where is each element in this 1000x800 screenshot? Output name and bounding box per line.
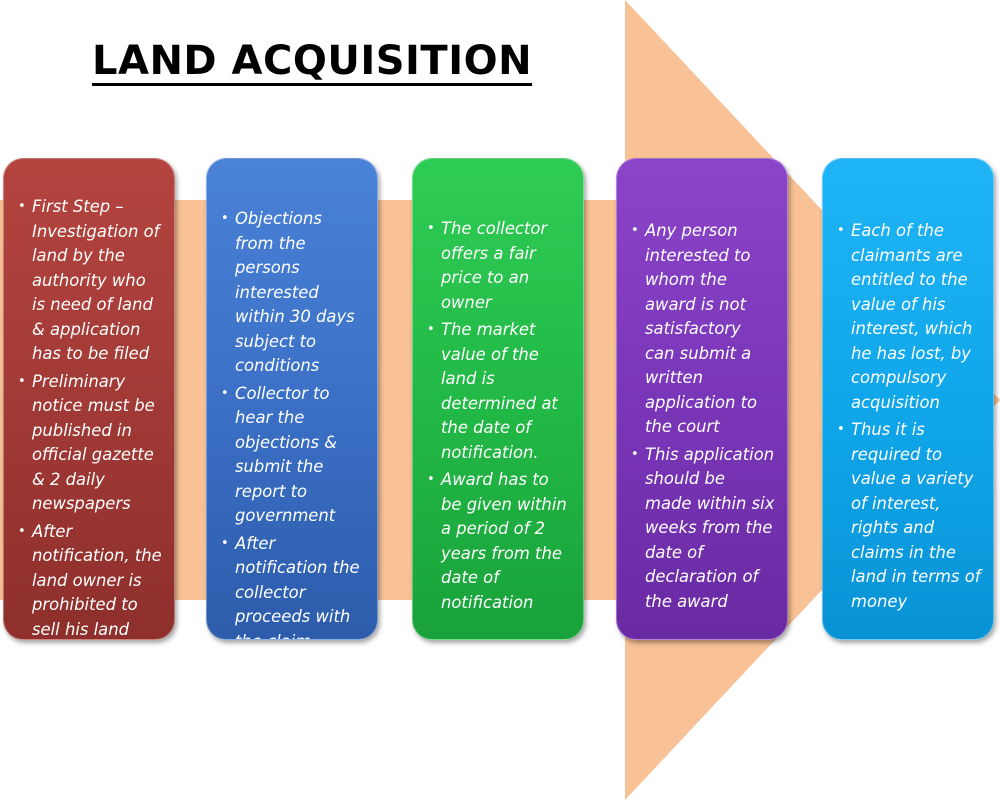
step-1-box: First Step – Investigation of land by th… [3,158,175,640]
step-5-list: Each of the claimants are entitled to th… [837,219,981,614]
list-item: After notification the collector proceed… [221,532,365,640]
step-2-box: Objections from the persons interested w… [206,158,378,640]
step-3-box: The collector offers a fair price to an … [412,158,584,640]
list-item: After notification, the land owner is pr… [18,520,162,640]
list-item: Each of the claimants are entitled to th… [837,219,981,415]
list-item: Thus it is required to value a variety o… [837,418,981,614]
step-2-list: Objections from the persons interested w… [221,207,365,640]
list-item: Award has to be given within a period of… [427,468,571,615]
page-title: LAND ACQUISITION [92,38,533,84]
list-item: The market value of the land is determin… [427,318,571,465]
step-5-box: Each of the claimants are entitled to th… [822,158,994,640]
step-1-list: First Step – Investigation of land by th… [18,195,162,640]
list-item: The collector offers a fair price to an … [427,217,571,315]
list-item: This application should be made within s… [631,443,775,615]
step-4-box: Any person interested to whom the award … [616,158,788,640]
list-item: Preliminary notice must be published in … [18,370,162,517]
list-item: Any person interested to whom the award … [631,219,775,440]
list-item: Objections from the persons interested w… [221,207,365,379]
step-4-list: Any person interested to whom the award … [631,219,775,614]
list-item: Collector to hear the objections & submi… [221,382,365,529]
step-3-list: The collector offers a fair price to an … [427,217,571,615]
list-item: First Step – Investigation of land by th… [18,195,162,367]
